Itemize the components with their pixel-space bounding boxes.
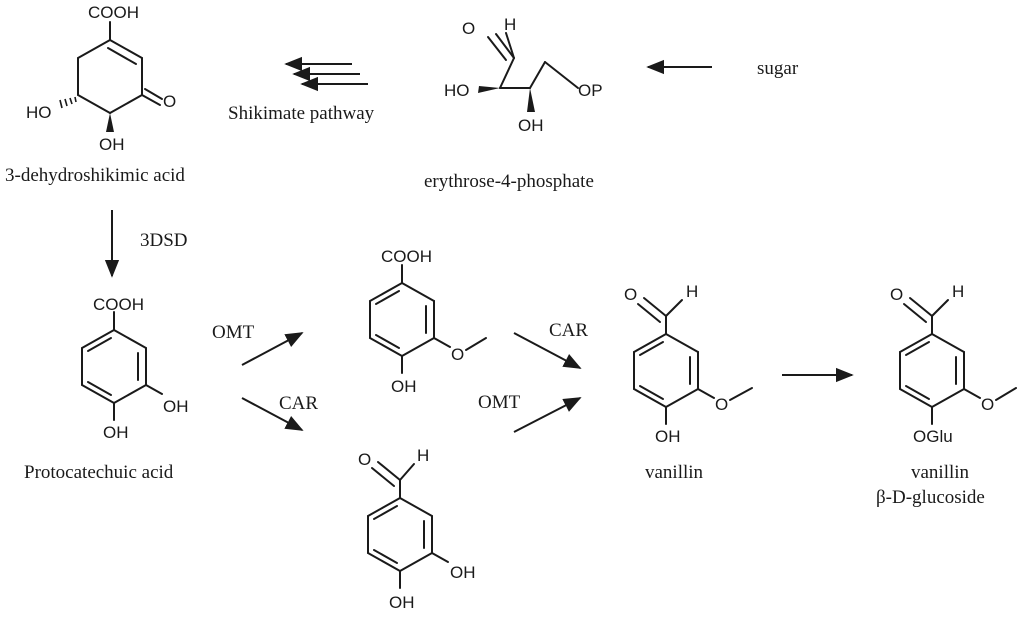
label-omt-lower: OMT <box>478 392 521 413</box>
atom-label: O <box>462 19 475 38</box>
atom-label: O <box>981 395 994 414</box>
label-omt-upper: OMT <box>212 322 255 343</box>
hashed-bond <box>59 96 77 109</box>
atom-label: OH <box>391 377 417 396</box>
wedge-bond <box>478 86 500 93</box>
compound-name-vanillin-glucoside-line2: β-D-glucoside <box>876 487 985 508</box>
structure-vanillin-glucoside: O H O OGlu <box>890 282 1017 446</box>
label-car-lower: CAR <box>279 393 318 414</box>
arrow-car-to-protocatechualdehyde <box>241 397 304 431</box>
atom-label: COOH <box>381 247 432 266</box>
atom-label: O <box>358 450 371 469</box>
compound-name-protocatechuic-acid: Protocatechuic acid <box>24 462 174 483</box>
atom-label: H <box>504 15 516 34</box>
atom-label: HO <box>444 81 470 100</box>
structure-3-dehydroshikimic-acid: COOH O HO OH <box>26 3 176 154</box>
atom-label: OH <box>518 116 544 135</box>
atom-label: OH <box>163 397 189 416</box>
atom-label: O <box>624 285 637 304</box>
atom-label: OGlu <box>913 427 953 446</box>
compound-name-sugar: sugar <box>757 58 799 79</box>
compound-name-vanillin: vanillin <box>645 462 704 483</box>
wedge-bond <box>527 88 535 112</box>
compound-name-erythrose-4-phosphate: erythrose-4-phosphate <box>424 171 594 192</box>
atom-label: HO <box>26 103 52 122</box>
atom-label: H <box>952 282 964 301</box>
structure-protocatechuic-acid: COOH OH OH <box>81 295 189 442</box>
atom-label: O <box>163 92 176 111</box>
atom-label: O <box>715 395 728 414</box>
atom-label: O <box>451 345 464 364</box>
atom-label: OH <box>389 593 415 612</box>
compound-name-3-dehydroshikimic-acid: 3-dehydroshikimic acid <box>5 165 185 186</box>
label-3dsd: 3DSD <box>140 230 188 251</box>
label-car-upper: CAR <box>549 320 588 341</box>
arrow-car-to-vanillin <box>513 332 582 369</box>
arrow-omt-to-vanillin <box>513 397 582 433</box>
compound-name-vanillin-glucoside-line1: vanillin <box>911 462 970 483</box>
atom-label: COOH <box>93 295 144 314</box>
shikimate-pathway-arrows <box>284 56 368 92</box>
atom-label: O <box>890 285 903 304</box>
arrow-omt-to-vanillic-acid <box>241 332 304 366</box>
atom-label: OH <box>103 423 129 442</box>
structure-protocatechualdehyde: O H OH OH <box>358 446 476 612</box>
structure-vanillin: O H O OH <box>624 282 753 446</box>
atom-label: OH <box>99 135 125 154</box>
atom-label: OP <box>578 81 603 100</box>
atom-label: COOH <box>88 3 139 22</box>
label-shikimate-pathway: Shikimate pathway <box>228 103 375 124</box>
structure-erythrose-4-phosphate: O H HO OH OP <box>444 15 603 135</box>
atom-label: OH <box>655 427 681 446</box>
structure-vanillic-acid: COOH O OH <box>369 247 487 396</box>
atom-label: OH <box>450 563 476 582</box>
wedge-bond <box>106 113 114 132</box>
atom-label: H <box>686 282 698 301</box>
atom-label: H <box>417 446 429 465</box>
